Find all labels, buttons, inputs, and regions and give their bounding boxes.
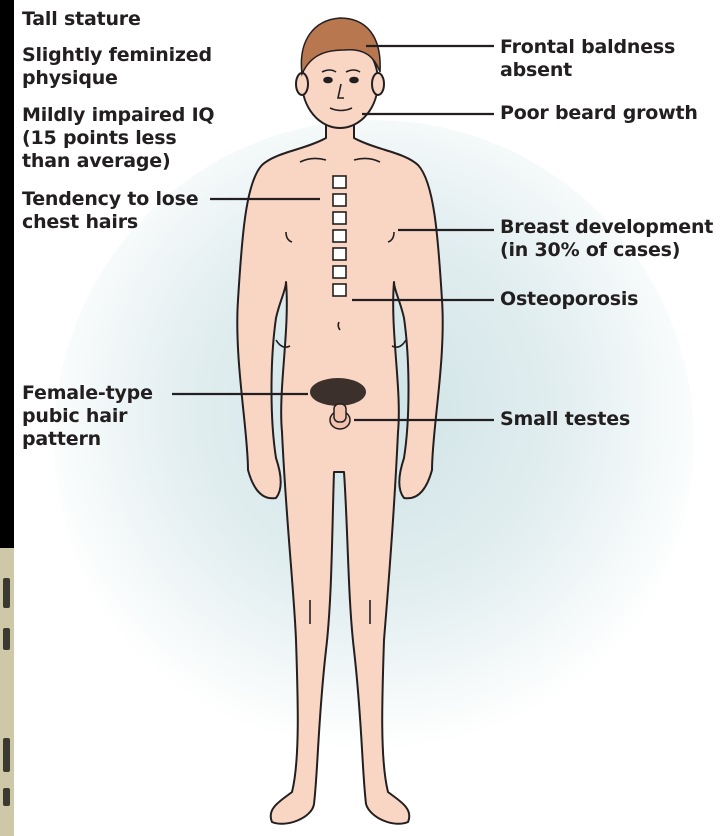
label-beard-growth: Poor beard growth <box>500 102 698 125</box>
chromosome <box>3 788 10 806</box>
label-feminized-physique: Slightly feminized physique <box>22 44 212 90</box>
label-breast-development: Breast development (in 30% of cases) <box>500 216 713 262</box>
karyotype-strip <box>0 548 14 836</box>
label-small-testes: Small testes <box>500 408 630 431</box>
chromosome <box>3 628 10 650</box>
label-impaired-iq: Mildly impaired IQ (15 points less than … <box>22 104 214 173</box>
label-osteoporosis: Osteoporosis <box>500 288 638 311</box>
diagram-panel: Tall stature Slightly feminized physique… <box>14 0 725 836</box>
chromosome <box>3 578 10 608</box>
label-frontal-baldness: Frontal baldness absent <box>500 36 675 82</box>
label-tall-stature: Tall stature <box>22 8 141 31</box>
label-pubic-hair: Female-type pubic hair pattern <box>22 382 153 451</box>
right-ear <box>372 73 384 95</box>
pubic-hair <box>310 378 366 406</box>
chromosome <box>3 738 10 772</box>
spine-vertebrae <box>333 176 346 296</box>
label-chest-hairs: Tendency to lose chest hairs <box>22 188 198 234</box>
left-ear <box>296 73 308 95</box>
